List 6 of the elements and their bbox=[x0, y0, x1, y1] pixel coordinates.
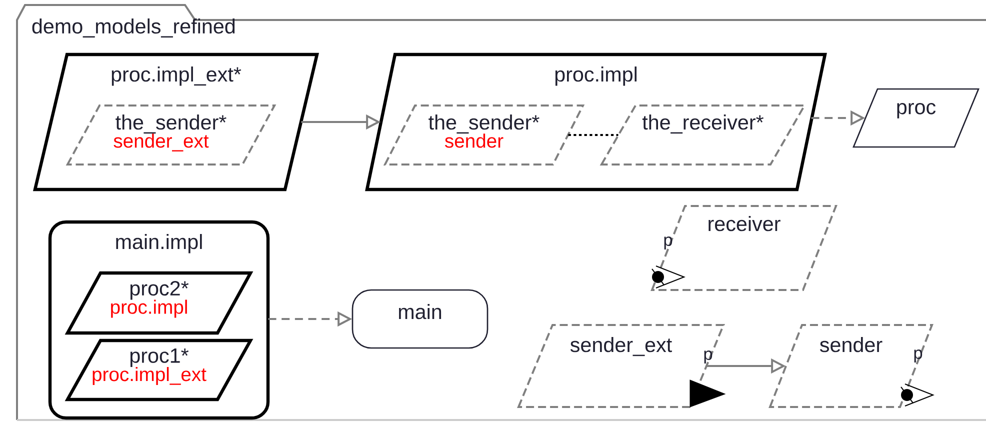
port-label: p bbox=[664, 236, 672, 250]
connector bbox=[568, 134, 618, 136]
port-label: p bbox=[704, 350, 712, 364]
component-box: proc bbox=[852, 88, 980, 148]
port-label: p bbox=[914, 350, 922, 362]
system-box: main bbox=[352, 289, 488, 349]
